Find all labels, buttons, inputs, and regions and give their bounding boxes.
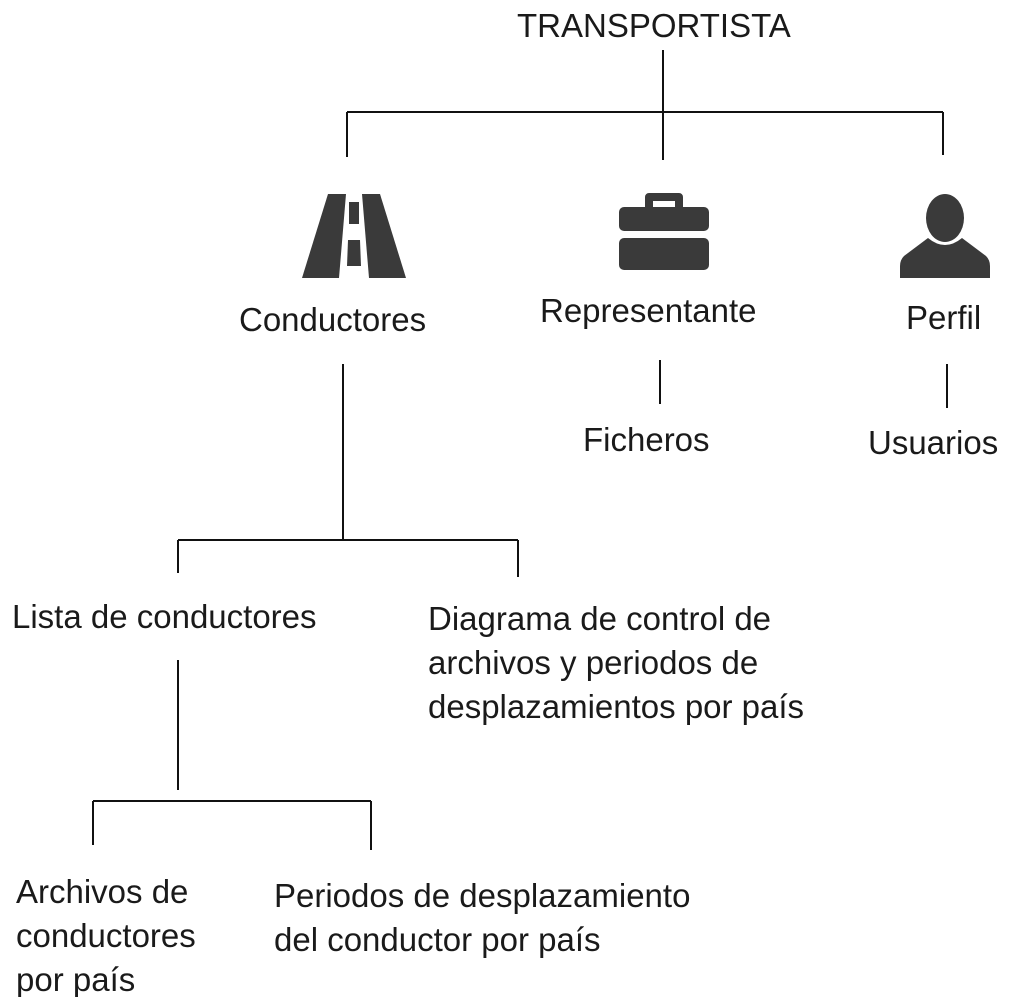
user-icon <box>900 194 990 278</box>
usuarios-label: Usuarios <box>868 424 999 461</box>
representante-label: Representante <box>540 292 757 329</box>
conductores-label: Conductores <box>239 301 427 338</box>
road-icon <box>302 194 406 278</box>
ficheros-label: Ficheros <box>583 421 710 458</box>
briefcase-icon <box>619 193 709 270</box>
lista-de-conductores-label: Lista de conductores <box>12 598 317 635</box>
periodos-de-desplazamiento-label: Periodos de desplazamiento del conductor… <box>274 877 691 958</box>
diagrama-de-control-label: Diagrama de control de archivos y period… <box>428 600 805 725</box>
archivos-de-conductores-label: Archivos de conductores por país <box>16 873 196 997</box>
root-node-label: TRANSPORTISTA <box>517 7 791 44</box>
perfil-label: Perfil <box>906 299 982 336</box>
